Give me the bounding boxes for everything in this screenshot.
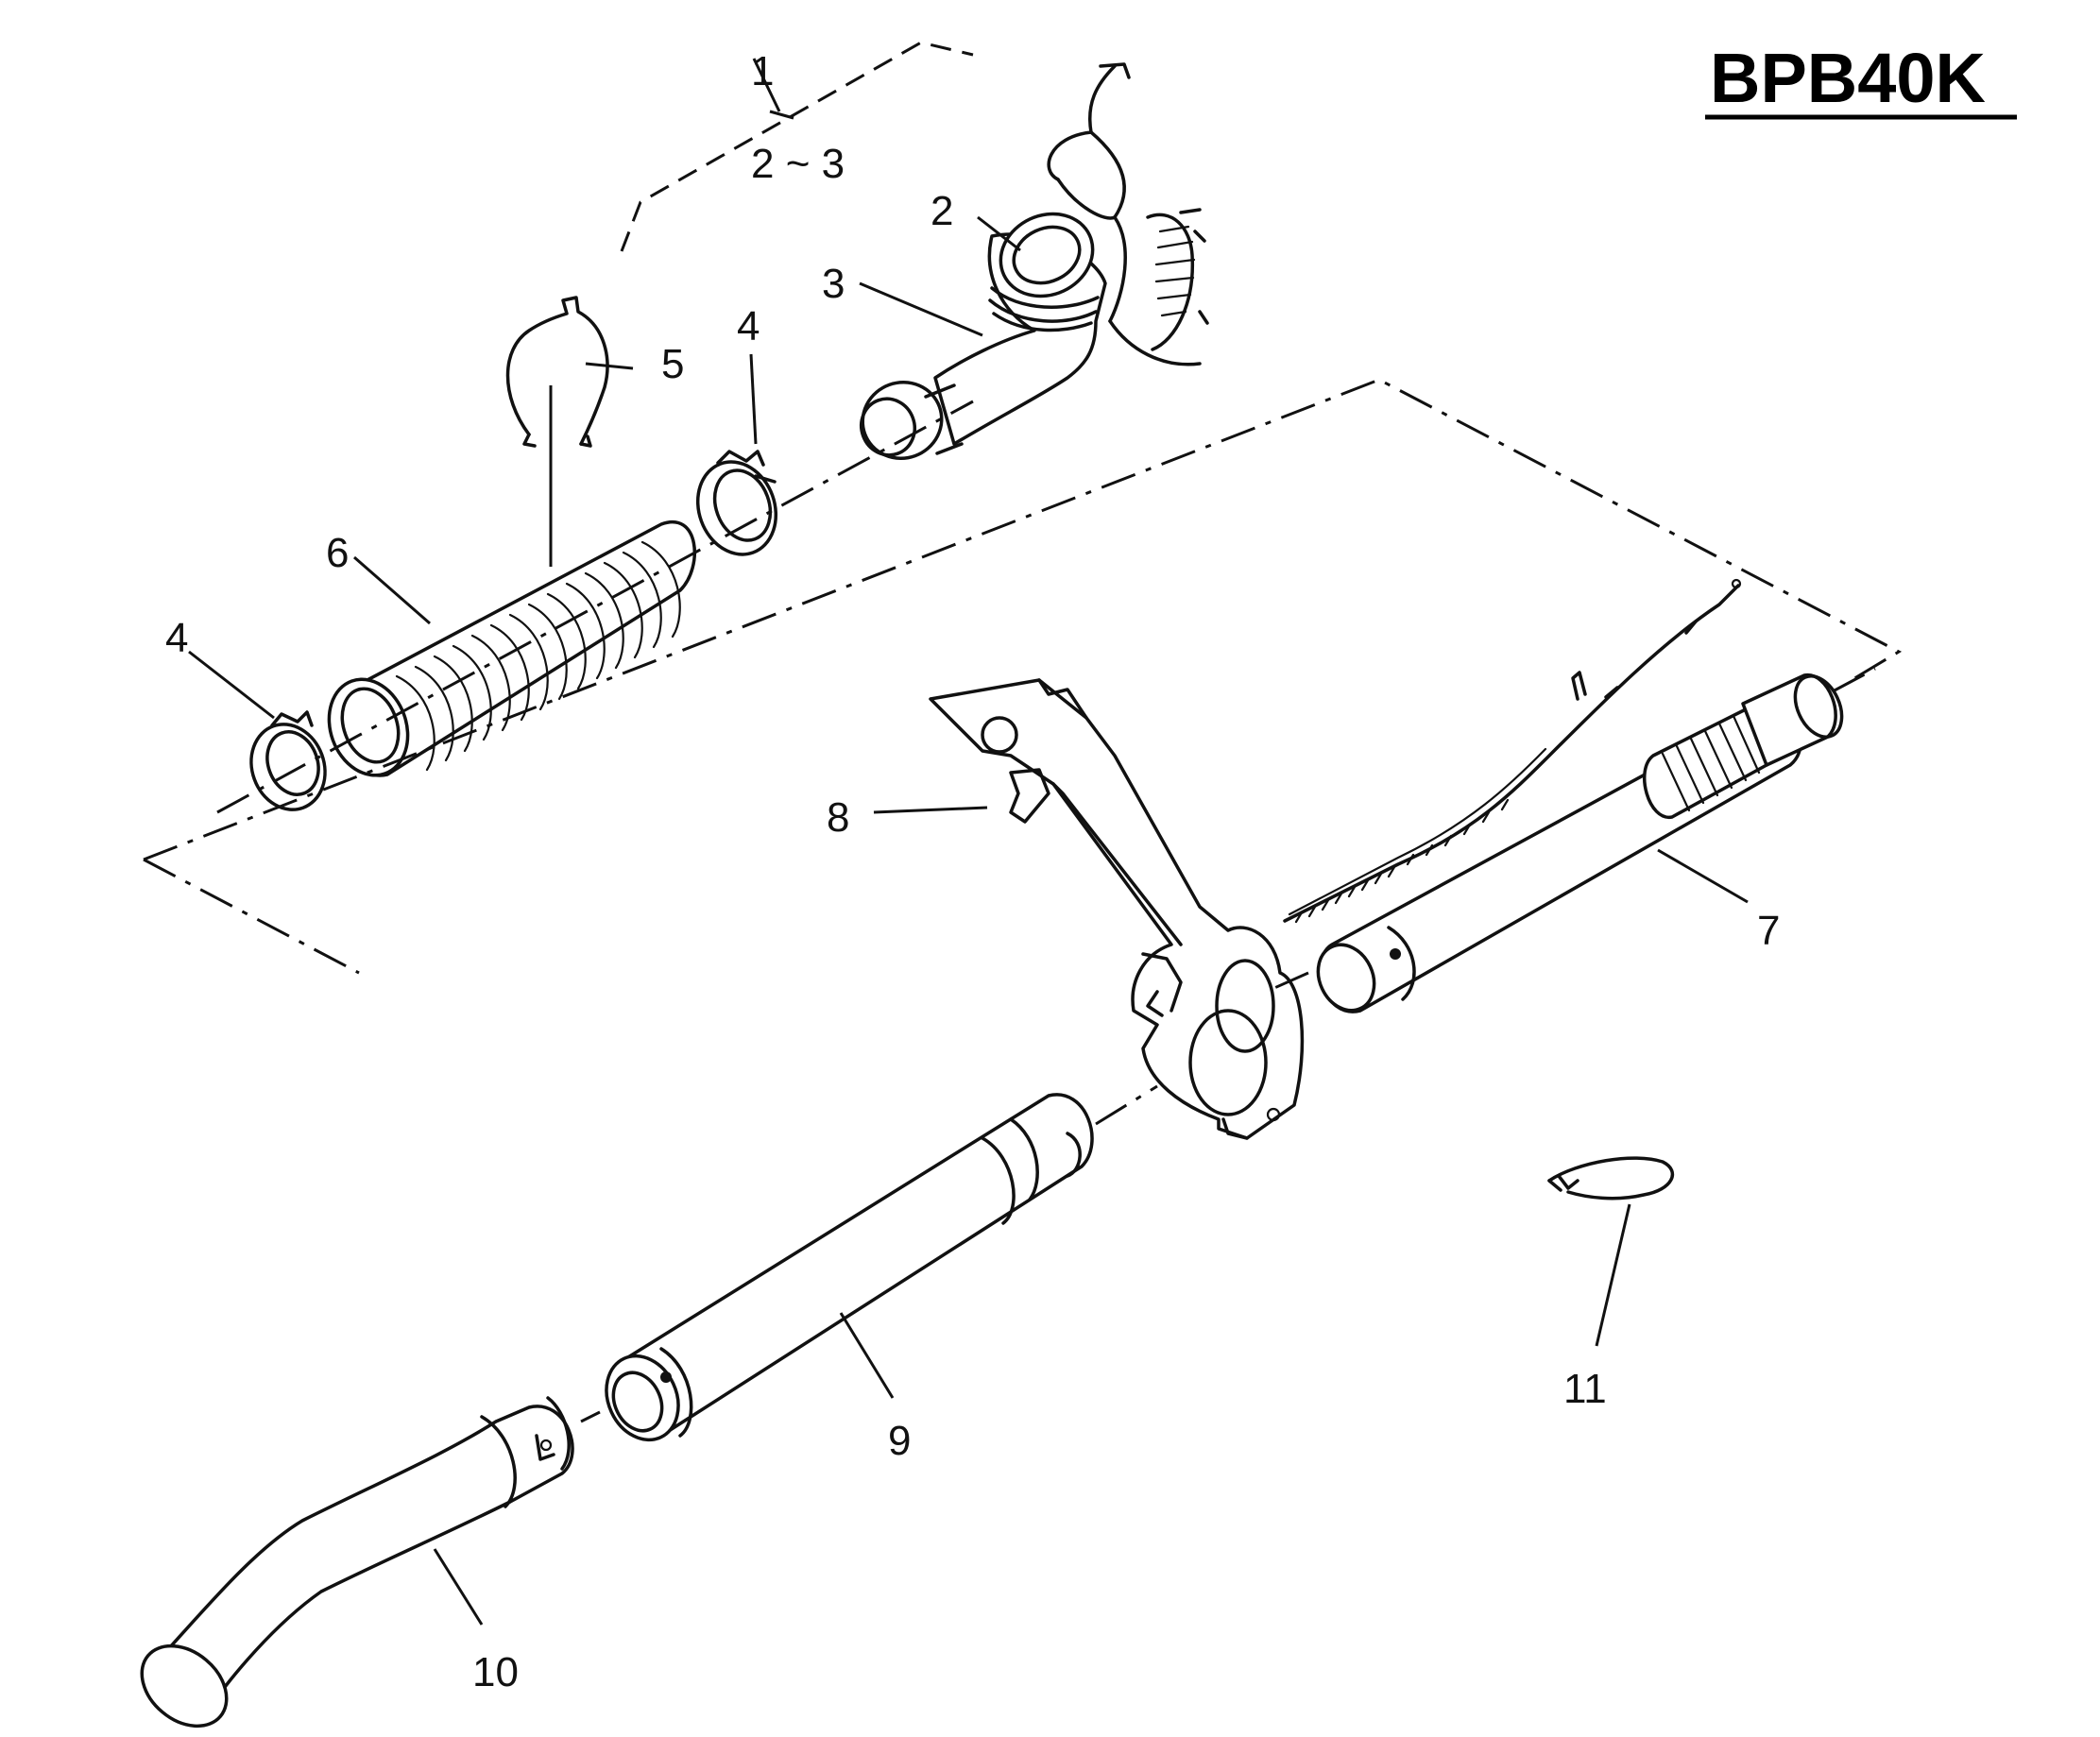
label-part-6: 6 xyxy=(326,530,349,576)
label-part-5: 5 xyxy=(661,341,684,387)
straight-pipe xyxy=(580,1084,1158,1442)
assembly-group-outline xyxy=(620,41,974,252)
model-title: BPB40K xyxy=(1710,39,1986,117)
grip-pipe xyxy=(1265,667,1876,1013)
hose-clamp-left xyxy=(249,710,327,811)
label-part-7: 7 xyxy=(1757,908,1780,954)
label-part-4-left: 4 xyxy=(165,615,188,661)
hose-clamp-right xyxy=(695,450,778,556)
throttle-handle xyxy=(929,678,1305,1140)
part-labels: 1 2 ~ 3 2 3 4 5 6 4 7 8 9 10 11 xyxy=(165,48,1780,1695)
hose-axis xyxy=(216,400,974,814)
label-part-1: 1 xyxy=(751,48,774,94)
handle-group-outline-left xyxy=(143,858,360,975)
label-part-2: 2 xyxy=(930,188,953,234)
throttle-cable xyxy=(1283,578,1742,924)
label-part-10: 10 xyxy=(472,1649,519,1695)
label-part-4-right: 4 xyxy=(737,303,760,349)
handle-group-outline xyxy=(143,378,1903,861)
label-part-11: 11 xyxy=(1563,1366,1607,1412)
hanger-clip xyxy=(505,296,609,567)
label-part-2-3: 2 ~ 3 xyxy=(751,141,845,187)
label-part-9: 9 xyxy=(888,1418,911,1464)
label-part-3: 3 xyxy=(822,261,845,307)
blower-housing-sketch xyxy=(1047,62,1209,366)
strap-tie xyxy=(1547,1156,1675,1201)
label-part-8: 8 xyxy=(827,794,849,841)
curved-nozzle xyxy=(140,1396,574,1728)
leader-lines xyxy=(188,58,1749,1626)
elbow-pipe xyxy=(860,212,1107,460)
